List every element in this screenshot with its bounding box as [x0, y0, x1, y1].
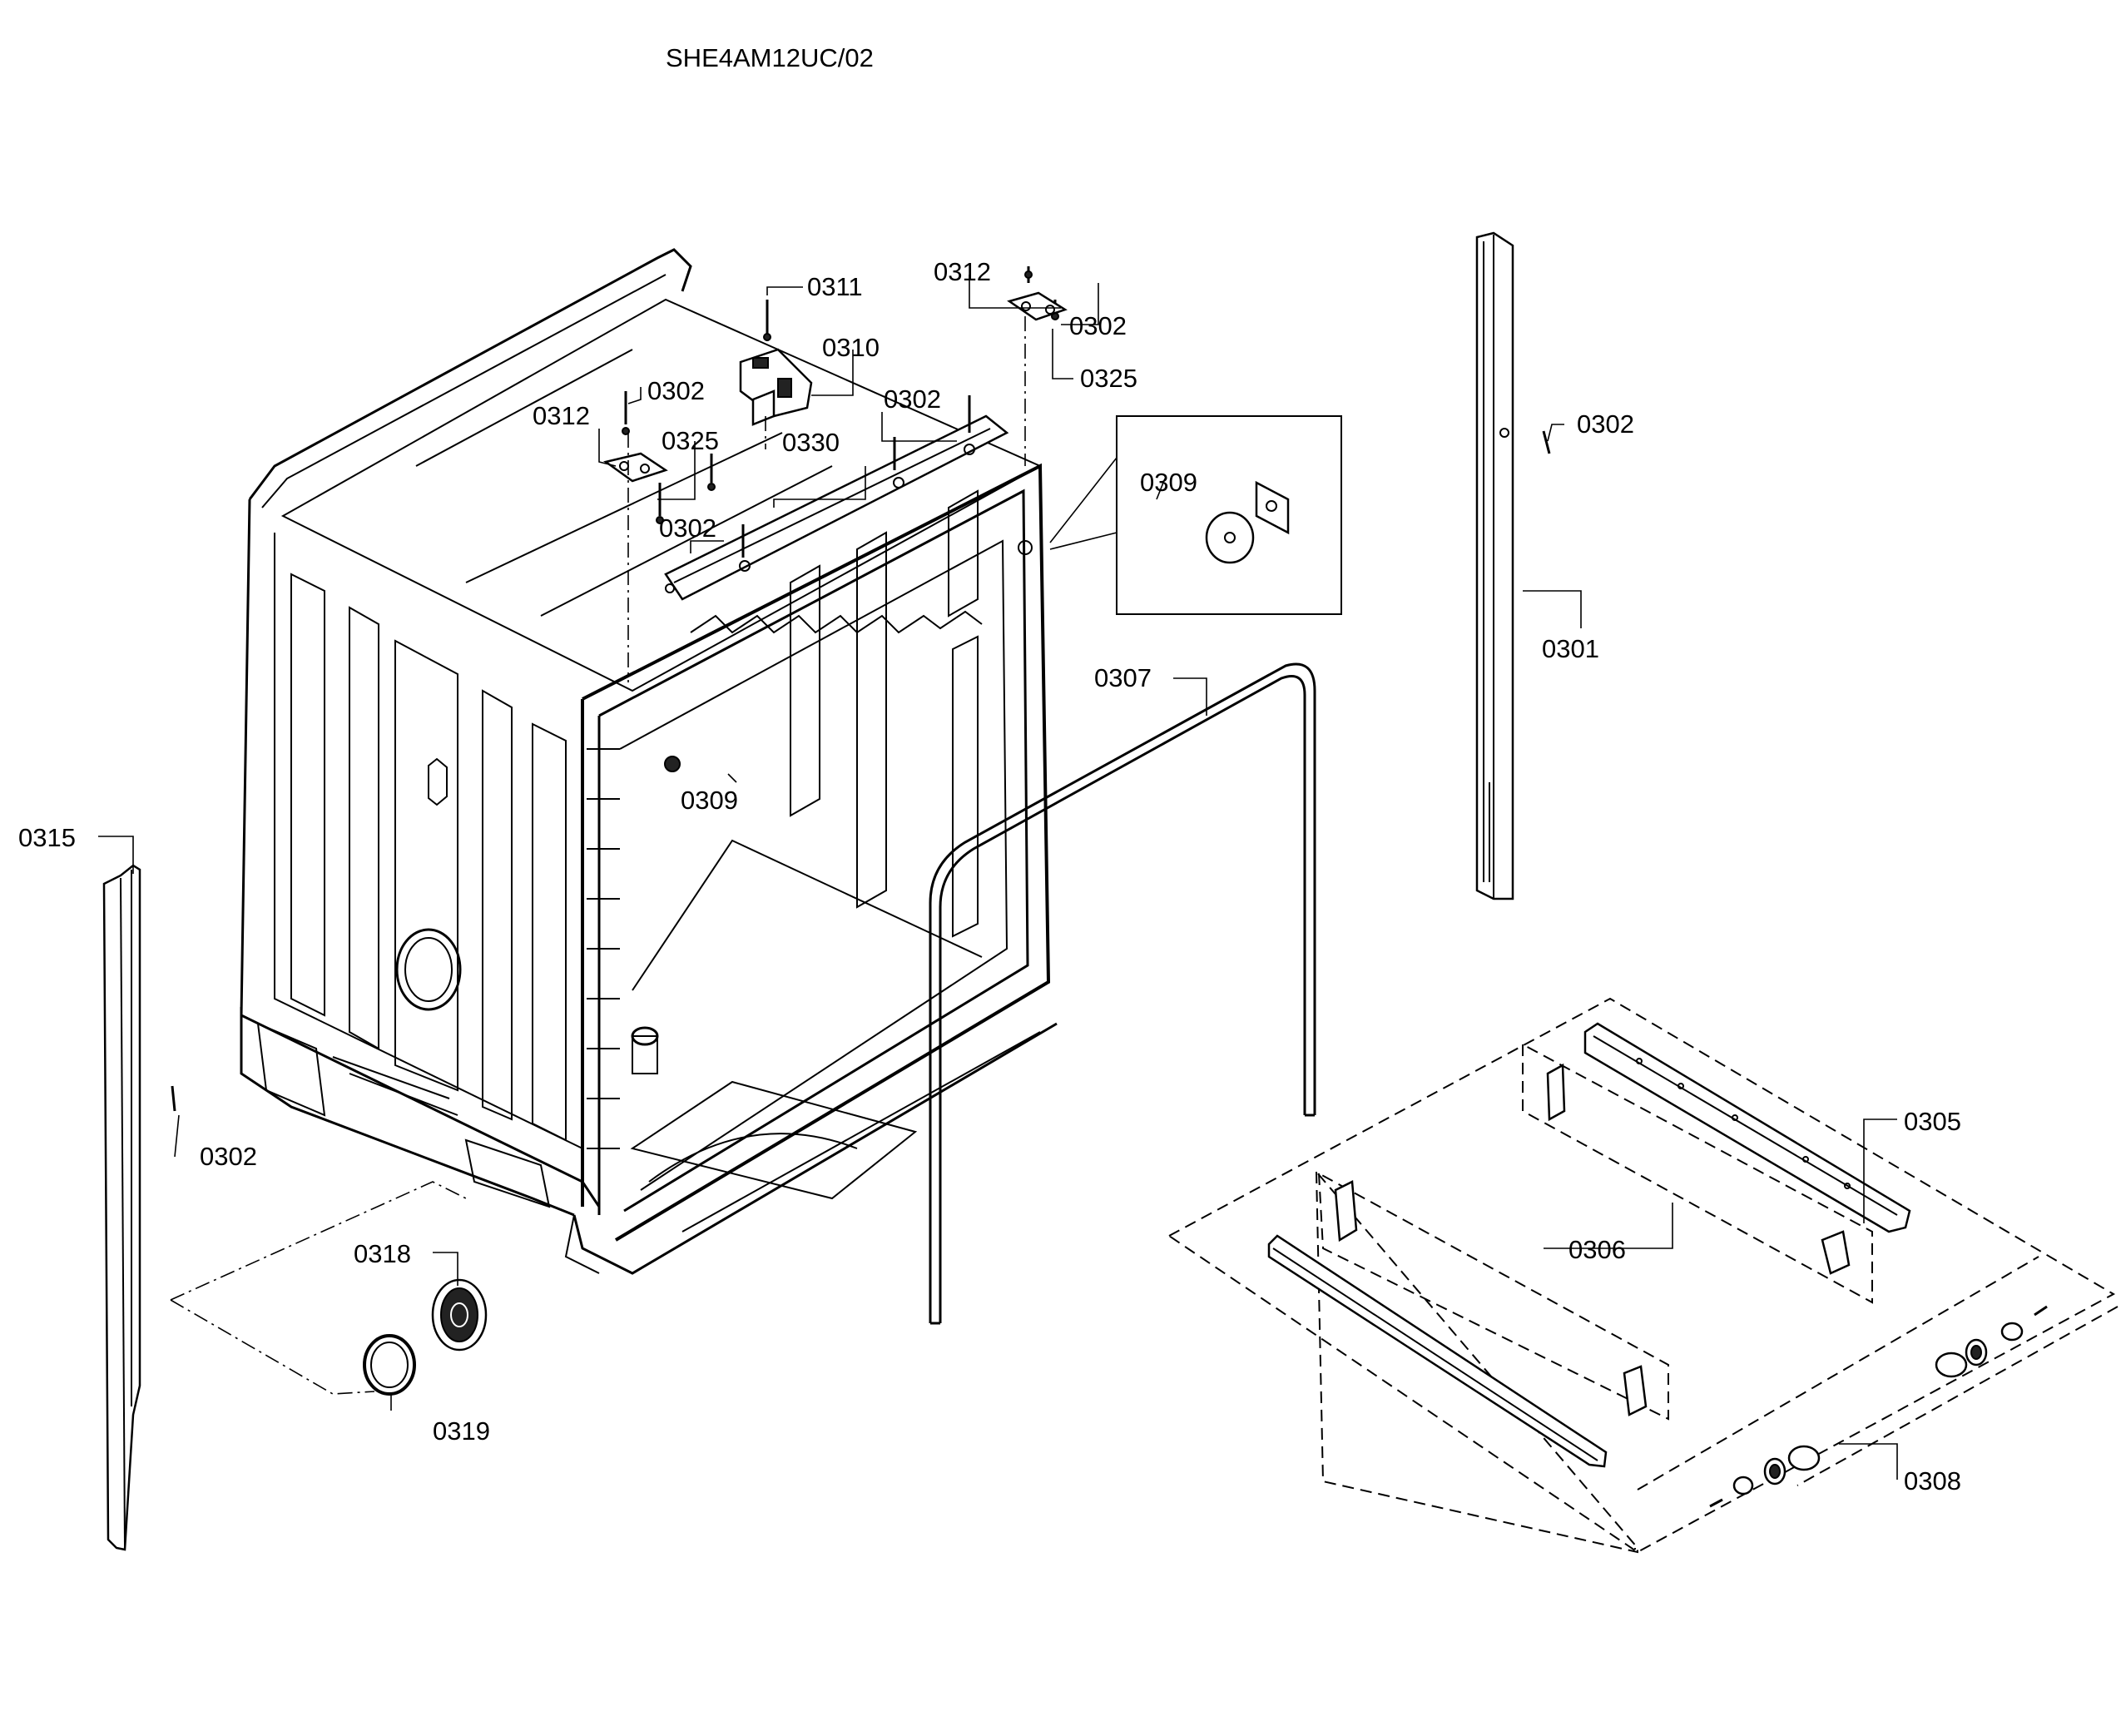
label-0325: 0325: [1080, 364, 1137, 393]
label-0319: 0319: [433, 1416, 490, 1446]
part-0306-rail: [1267, 1234, 1608, 1468]
label-0305: 0305: [1904, 1107, 1961, 1136]
label-0308: 0308: [1904, 1466, 1961, 1495]
label-0318: 0318: [354, 1239, 411, 1268]
part-0309-plug: [664, 756, 681, 772]
dishwasher-tub: [240, 248, 1058, 1275]
label-0325: 0325: [662, 426, 719, 455]
label-0302: 0302: [884, 384, 941, 414]
label-0302: 0302: [1577, 409, 1634, 439]
label-0302: 0302: [647, 376, 705, 405]
part-0308-rollers: [1709, 1305, 2048, 1508]
part-0310-latch: [739, 348, 813, 426]
label-0309: 0309: [681, 786, 738, 815]
label-0310: 0310: [822, 333, 880, 362]
part-0309-detail-box: [1018, 415, 1342, 615]
label-0312: 0312: [934, 257, 991, 286]
label-0302: 0302: [659, 513, 716, 543]
label-0306: 0306: [1568, 1235, 1626, 1264]
part-0308-base-group: [1167, 997, 2119, 1554]
label-0315: 0315: [18, 823, 76, 852]
label-0312: 0312: [533, 401, 590, 430]
part-0315-side-trim: [102, 864, 141, 1551]
diagram-title: SHE4AM12UC/02: [666, 43, 874, 72]
label-0309: 0309: [1140, 468, 1197, 497]
rail-clips: [1334, 1063, 1851, 1416]
part-labels: 0311 0310 0312 0302 0325 0312 0302 0325 …: [18, 257, 1961, 1495]
label-0302: 0302: [1069, 311, 1127, 340]
leader-lines: [98, 275, 1898, 1480]
part-0319-filter-ring: [363, 1334, 416, 1396]
part-0305-rail: [1583, 1022, 1911, 1233]
part-0301-side-trim: [1475, 231, 1514, 900]
label-0302: 0302: [200, 1142, 257, 1171]
label-0330: 0330: [782, 428, 840, 457]
label-0311: 0311: [807, 272, 863, 301]
part-0318-filter-cover: [431, 1278, 488, 1352]
label-0301: 0301: [1542, 634, 1599, 663]
part-0307-door-gasket: [929, 662, 1316, 1325]
label-0307: 0307: [1094, 663, 1152, 692]
